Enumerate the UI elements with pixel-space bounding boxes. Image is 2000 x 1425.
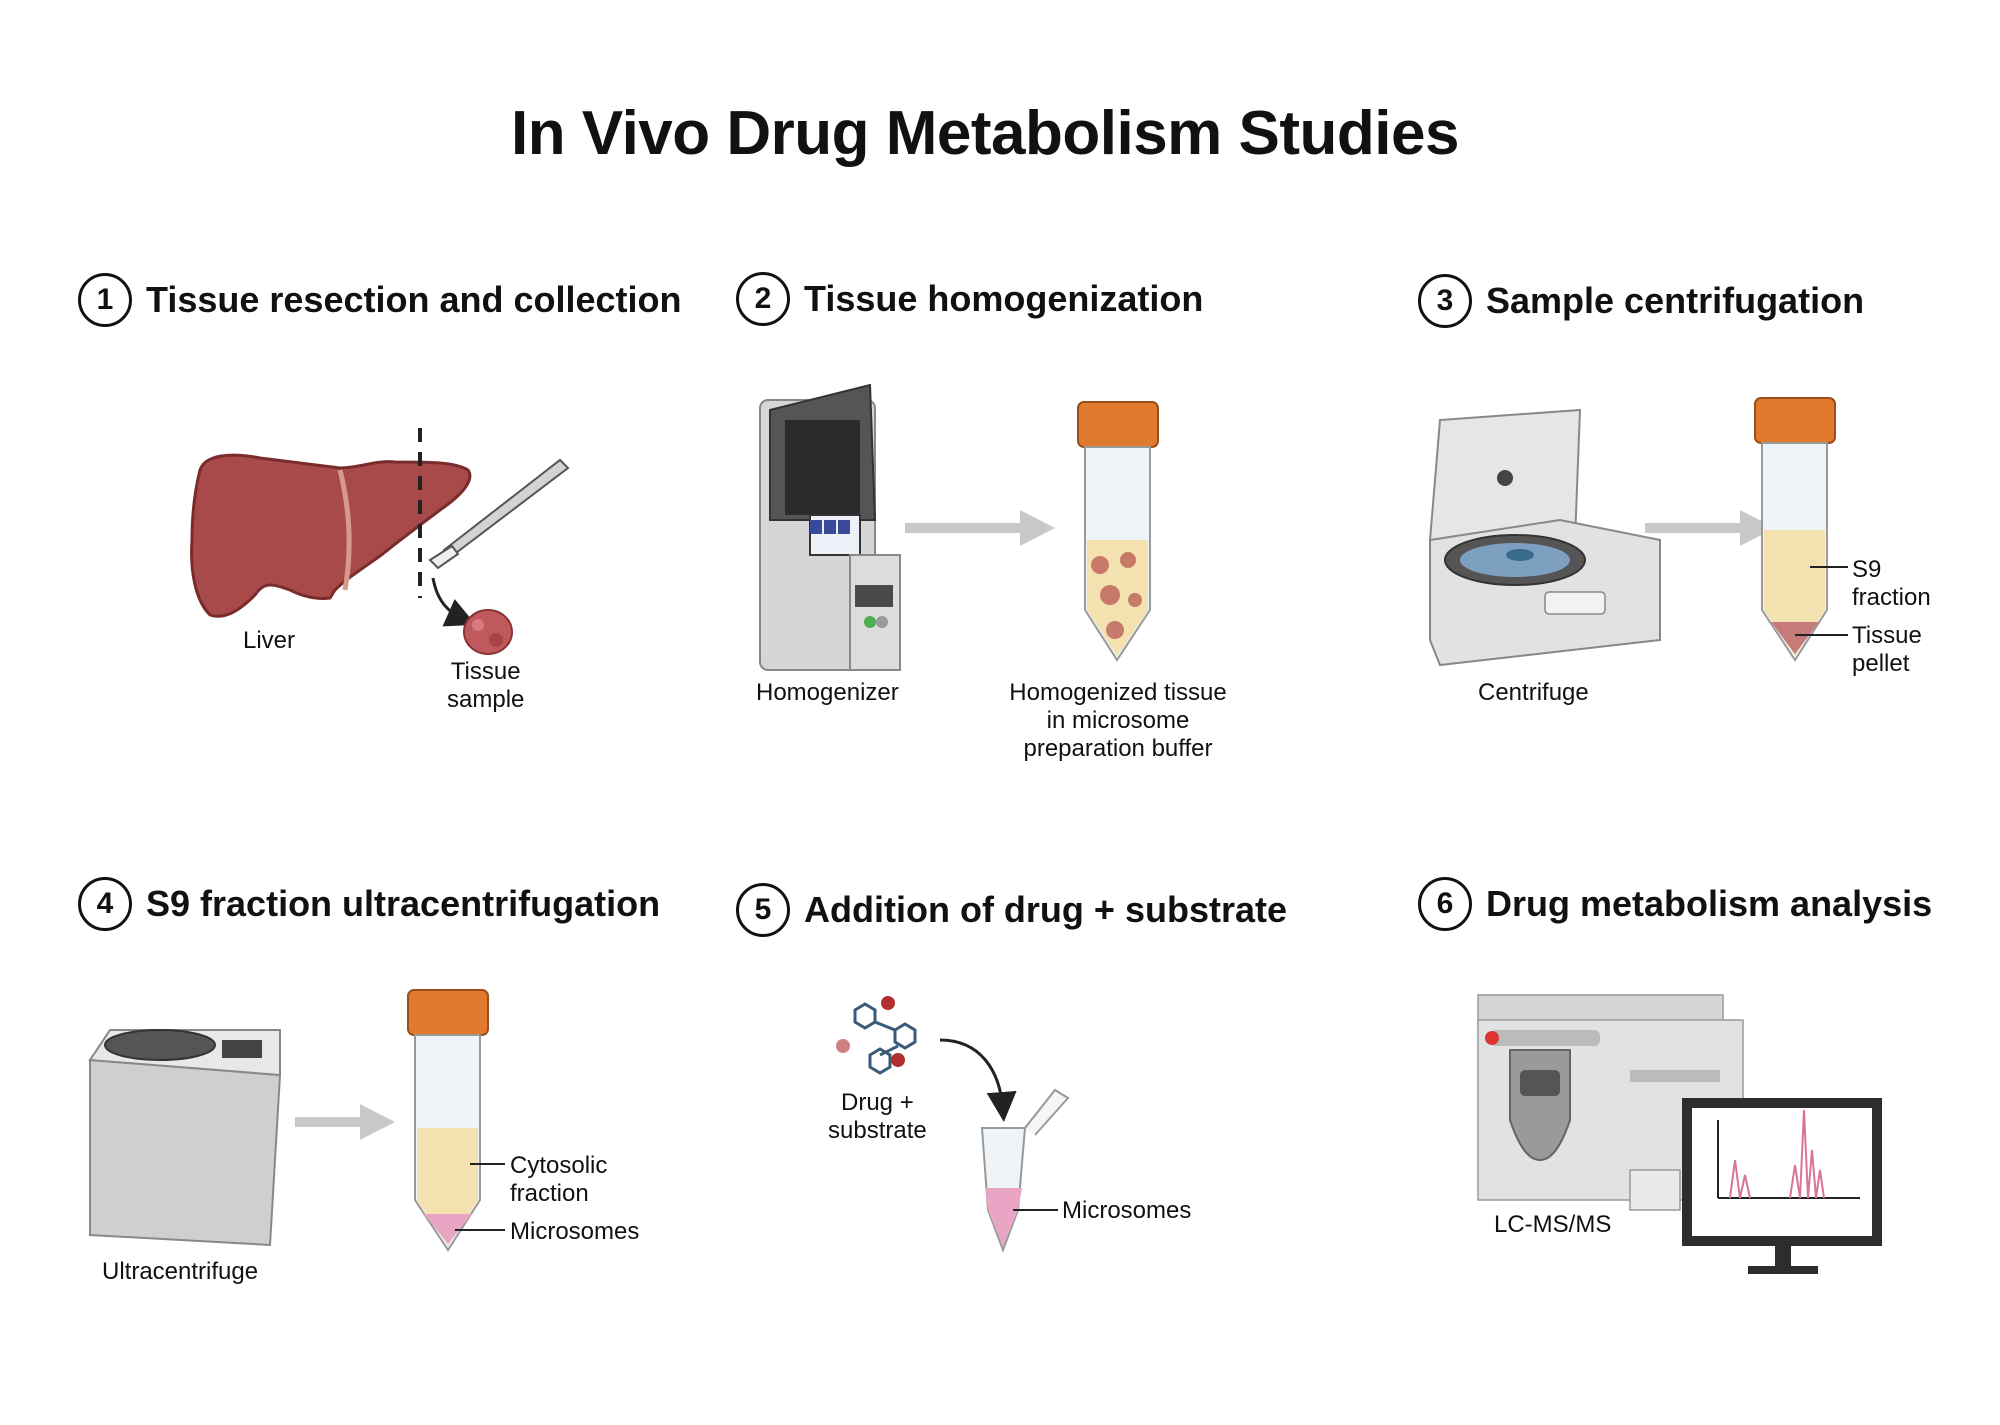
conical-tube-icon bbox=[1754, 397, 1836, 662]
microcentrifuge-tube-icon bbox=[980, 1088, 1070, 1253]
conical-tube-icon bbox=[407, 989, 489, 1252]
substrate-dot bbox=[836, 1039, 850, 1053]
page-title: In Vivo Drug Metabolism Studies bbox=[511, 99, 1459, 168]
tissue-sample-label: Tissue sample bbox=[447, 658, 525, 713]
arrow-down bbox=[431, 577, 476, 627]
process-arrow bbox=[1740, 510, 1775, 546]
step-title: Addition of drug + substrate bbox=[804, 889, 1287, 930]
step-number: 4 bbox=[78, 877, 132, 931]
monitor-chromatogram-icon bbox=[1682, 1098, 1882, 1274]
ultracentrifuge-label: Ultracentrifuge bbox=[102, 1258, 259, 1285]
molecule-icon bbox=[853, 1002, 917, 1075]
scalpel-icon bbox=[428, 458, 570, 570]
centrifuge-icon bbox=[1428, 408, 1661, 667]
step-5-header: 5 Addition of drug + substrate bbox=[736, 883, 1287, 937]
tissue-sample-icon bbox=[463, 609, 513, 655]
substrate-dot bbox=[881, 996, 895, 1010]
liver-label: Liver bbox=[243, 627, 296, 654]
ultracentrifuge-icon bbox=[88, 1029, 282, 1247]
step-title: Tissue homogenization bbox=[804, 278, 1204, 319]
homogenizer-icon bbox=[759, 383, 901, 671]
step-3-header: 3 Sample centrifugation bbox=[1418, 274, 1864, 328]
step-number: 1 bbox=[78, 273, 132, 327]
liver-icon bbox=[190, 453, 472, 618]
step-title: S9 fraction ultracentrifugation bbox=[146, 883, 661, 924]
step-number: 5 bbox=[736, 883, 790, 937]
cytosolic-fraction-label: Cytosolic fraction bbox=[510, 1152, 608, 1207]
substrate-dot bbox=[891, 1053, 905, 1067]
homogenized-tissue-label: Homogenized tissue in microsome preparat… bbox=[1009, 679, 1227, 762]
step-number: 3 bbox=[1418, 274, 1472, 328]
s9-fraction-label: S9 fraction bbox=[1852, 556, 1931, 611]
arrow-down bbox=[939, 1038, 1017, 1122]
process-arrow bbox=[1020, 510, 1055, 546]
step-4-header: 4 S9 fraction ultracentrifugation bbox=[78, 877, 660, 931]
step-title: Drug metabolism analysis bbox=[1486, 883, 1933, 924]
step-number: 6 bbox=[1418, 877, 1472, 931]
step-2-header: 2 Tissue homogenization bbox=[736, 272, 1203, 326]
step-1-header: 1 Tissue resection and collection bbox=[78, 273, 682, 327]
homogenizer-label: Homogenizer bbox=[756, 679, 899, 706]
step-6-header: 6 Drug metabolism analysis bbox=[1418, 877, 1932, 931]
step-title: Sample centrifugation bbox=[1486, 280, 1865, 321]
microsomes-label-5: Microsomes bbox=[1062, 1197, 1192, 1224]
centrifuge-label: Centrifuge bbox=[1478, 679, 1589, 706]
process-arrow bbox=[360, 1104, 395, 1140]
drug-substrate-label: Drug + substrate bbox=[828, 1089, 927, 1144]
tissue-pellet-label: Tissue pellet bbox=[1852, 622, 1922, 677]
step-title: Tissue resection and collection bbox=[146, 279, 682, 320]
lcmsms-label: LC-MS/MS bbox=[1494, 1211, 1612, 1238]
conical-tube-icon bbox=[1077, 401, 1159, 662]
step-number: 2 bbox=[736, 272, 790, 326]
microsomes-label-4: Microsomes bbox=[510, 1218, 640, 1245]
